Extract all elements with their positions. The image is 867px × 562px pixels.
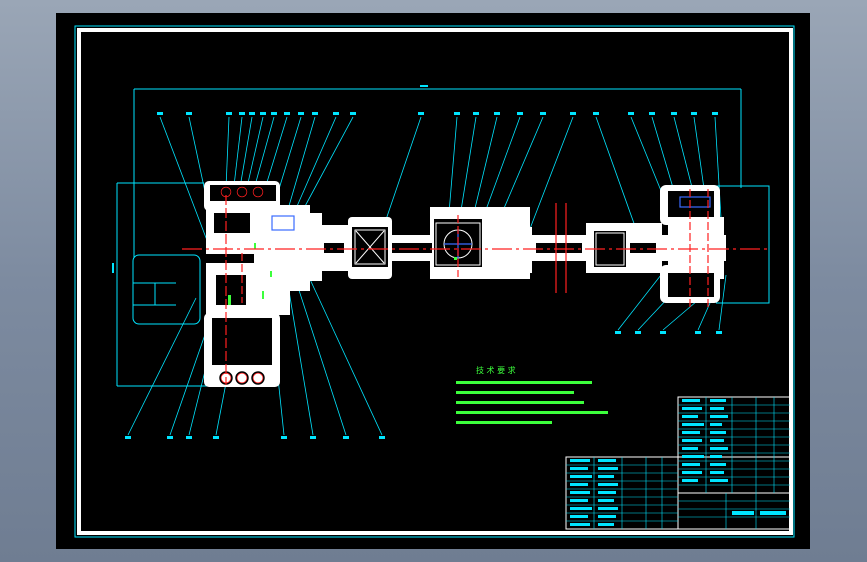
- inner-frame: [77, 28, 793, 535]
- balloon-labels: [125, 112, 722, 439]
- green-marks: [228, 243, 457, 305]
- parts-list-rows: [566, 457, 790, 529]
- technical-notes: 技 术 要 求: [456, 365, 608, 424]
- cad-drawing: 技 术 要 求: [74, 25, 795, 538]
- overall-dimension-top: [133, 85, 742, 258]
- motor-outline: [132, 254, 201, 325]
- overall-dimension-right: [716, 185, 770, 304]
- table-text-marks: [570, 399, 786, 526]
- outer-frame: [74, 25, 795, 538]
- drawing-viewport[interactable]: 技 术 要 求: [56, 13, 810, 549]
- centerline: [182, 189, 768, 385]
- notes-title: 技 术 要 求: [476, 365, 516, 375]
- bom-rows: [678, 397, 790, 493]
